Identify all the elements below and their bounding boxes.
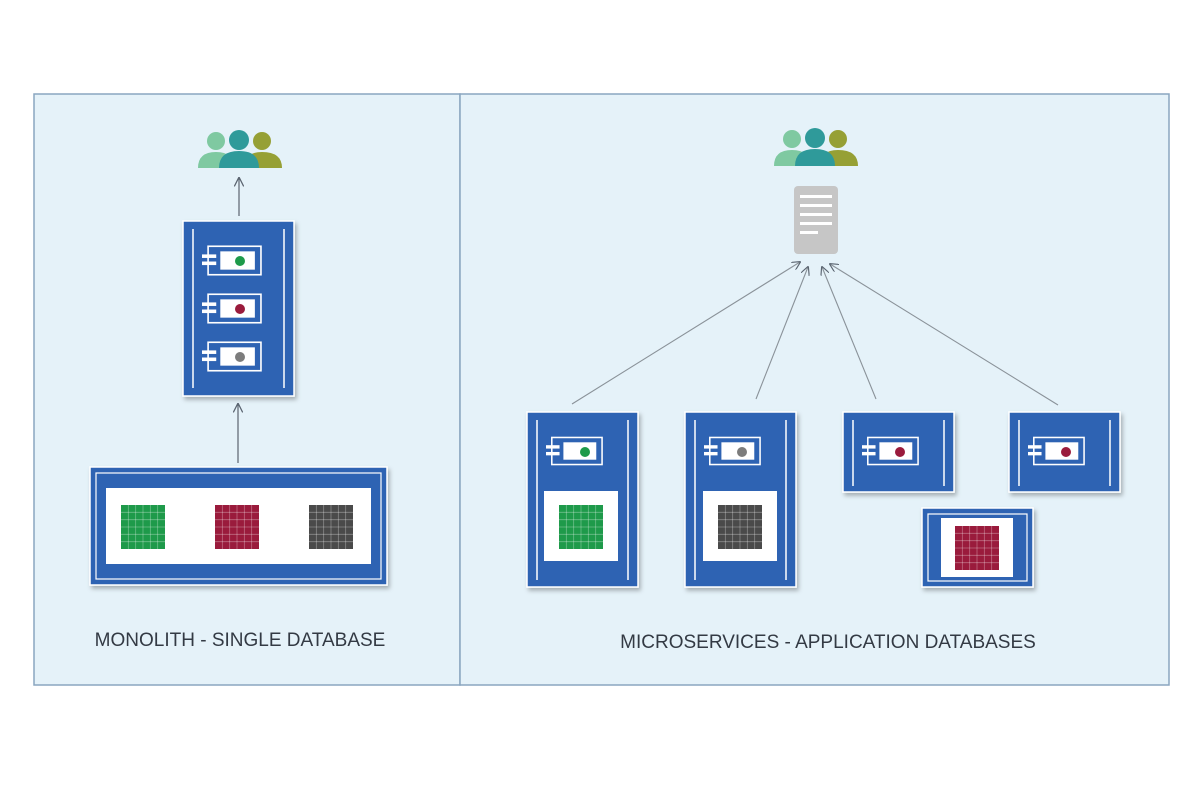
arrow-service-1-to-gateway — [571, 262, 800, 405]
microservices-panel: MICROSERVICES - APPLICATION DATABASES — [459, 93, 1170, 686]
shared-database-crimson — [921, 507, 1034, 588]
arrow-service-3-to-gateway — [822, 267, 877, 400]
table-block — [559, 505, 603, 549]
database-table-gray — [309, 505, 353, 549]
database-table-gray — [718, 505, 762, 549]
monolith-module-crimson — [202, 293, 262, 324]
microservices-label: MICROSERVICES - APPLICATION DATABASES — [620, 632, 1036, 653]
api-gateway-server-icon — [794, 186, 838, 254]
monolith-module-green — [202, 245, 262, 276]
table-block — [718, 505, 762, 549]
database-table-green — [121, 505, 165, 549]
monolith-application — [182, 220, 295, 397]
arrow-service-2-to-gateway — [755, 267, 808, 400]
table-block — [121, 505, 165, 549]
table-block — [309, 505, 353, 549]
microservice-crimson-a — [842, 411, 955, 493]
microservice-green — [526, 411, 639, 588]
monolith-label: MONOLITH - SINGLE DATABASE — [95, 630, 386, 651]
arrow-service-4-to-gateway — [830, 264, 1059, 406]
microservice-gray — [684, 411, 797, 588]
table-block — [215, 505, 259, 549]
monolith-module-gray — [202, 341, 262, 372]
database-table-crimson — [215, 505, 259, 549]
microservice-crimson-b — [1008, 411, 1121, 493]
monolith-panel: MONOLITH - SINGLE DATABASE — [33, 93, 461, 686]
microservices-arrows — [571, 262, 1059, 406]
database-table-green — [559, 505, 603, 549]
database-table-crimson — [955, 526, 999, 570]
table-block — [955, 526, 999, 570]
monolith-single-database — [89, 466, 388, 586]
